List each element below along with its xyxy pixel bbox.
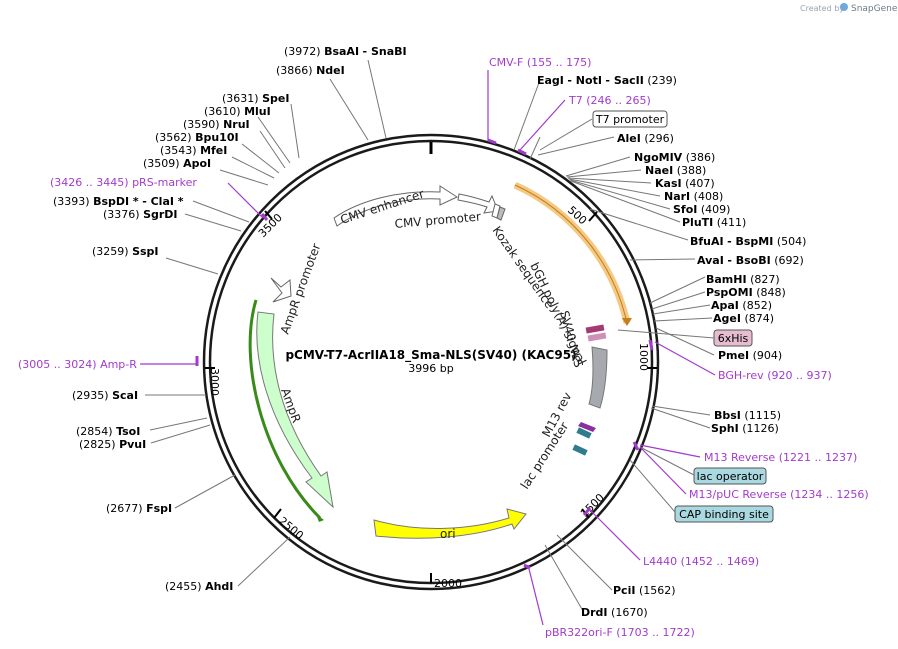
enzyme-alei: AleI (296) [617,132,674,145]
enzyme-agei: AgeI (874) [713,312,774,325]
enzyme-avai: AvaI - BsoBI (692) [697,254,804,267]
box-lac-operator-label: lac operator [697,470,764,483]
enzyme-bspdi: (3393) BspDI * - ClaI * [53,195,184,208]
orange-arc-arrow-icon [622,318,632,326]
enzyme-mlui: (3610) MluI [204,105,271,118]
primer-t7: T7 (246 .. 265) [568,94,651,107]
enzyme-naei: NaeI (388) [645,164,706,177]
feature-lac-operator [576,427,592,439]
enzyme-ngomiv: NgoMIV (386) [634,151,715,164]
box-lac-operator [693,467,767,485]
enzyme-ahdi: (2455) AhdI [165,580,233,593]
leader-lines [145,59,715,612]
feature-ampr [256,311,334,509]
backbone-outer [202,133,660,591]
tick-label-2500: 2500 [276,514,306,542]
feature-orange-arc-outline [514,184,628,324]
box-t7-promoter [592,110,668,128]
feature-cap-site [572,444,588,456]
box-t7-promoter-label: T7 promoter [595,113,665,126]
enzyme-apai: ApaI (852) [711,299,772,312]
label-boxes: T7 promoter 6xHis lac operator CAP bindi… [592,110,774,523]
enzyme-sspi: (3259) SspI [92,245,159,258]
enzyme-sgrdi: (3376) SgrDI [103,208,178,221]
primer-labels: CMV-F (155 .. 175) T7 (246 .. 265) BGH-r… [18,56,869,639]
tick-500 [588,211,598,222]
enzyme-bbsi: BbsI (1115) [714,409,781,422]
box-cap-binding-label: CAP binding site [679,508,769,521]
feature-ampr-promoter [270,277,292,303]
box-6xhis-label: 6xHis [718,332,749,345]
tick-2500 [273,508,282,519]
credit-brand: SnapGene [851,4,898,14]
tick-3500 [264,210,273,220]
enzyme-pcii: PciI (1562) [613,584,676,597]
feature-sv40-nls [585,324,605,334]
enzyme-pspomi: PspOMI (848) [706,286,786,299]
enzyme-pmei: PmeI (904) [718,349,782,362]
primer-l4440: L4440 (1452 .. 1469) [643,555,759,568]
feature-cmv-enhancer [333,185,459,227]
credit-text: Created by [800,4,844,13]
feature-6xhis [587,332,607,342]
enzyme-labels-right: EagI - NotI - SacII (239) AleI (296) Ngo… [537,74,806,619]
enzyme-mfei: (3543) MfeI [160,144,227,157]
plasmid-length: 3996 bp [408,362,453,375]
enzyme-drdi: DrdI (1670) [581,606,648,619]
primer-prs-marker: (3426 .. 3445) pRS-marker [50,176,197,189]
enzyme-ndei: (3866) NdeI [276,64,345,77]
enzyme-sfoi: SfoI (409) [673,203,730,216]
enzyme-bfuai: BfuAI - BspMI (504) [690,235,806,248]
primer-marks [195,138,654,570]
enzyme-kasi: KasI (407) [655,177,715,190]
feature-bgh-polya [588,346,608,409]
feature-label-cmv-promoter: CMV promoter [394,210,481,231]
feature-m13-rev [578,422,596,432]
enzyme-eagi: EagI - NotI - SacII (239) [537,74,677,87]
enzyme-sphi: SphI (1126) [711,422,779,435]
primer-m13-puc-reverse: M13/pUC Reverse (1234 .. 1256) [689,488,869,501]
ampr-arc-arrow-icon [316,514,324,522]
enzyme-tsoi: (2854) TsoI [76,425,140,438]
feature-label-ori: ori [440,527,456,541]
box-cap-binding [674,505,774,523]
primer-cmv-f: CMV-F (155 .. 175) [489,56,591,69]
enzyme-nrui: (3590) NruI [183,118,250,131]
tick-label-1500: 1500 [578,491,607,520]
enzyme-apoi: (3509) ApoI [143,157,211,170]
feature-ampr-arc [248,299,322,520]
snapgene-logo-icon [840,3,848,11]
enzyme-bpu10i: (3562) Bpu10I [155,131,239,144]
tick-label-1000: 1000 [637,343,650,371]
tick-label-3000: 3000 [208,368,221,396]
plasmid-name: pCMV-T7-AcrIIA18_Sma-NLS(SV40) (KAC95) [285,348,576,363]
enzyme-labels-left: (3972) BsaAI - SnaBI (3866) NdeI (3631) … [53,45,407,593]
enzyme-nari: NarI (408) [664,190,723,203]
enzyme-bamhi: BamHI (827) [706,273,780,286]
enzyme-fspi: (2677) FspI [106,502,172,515]
primer-pbr322ori-f: pBR322ori-F (1703 .. 1722) [545,626,695,639]
enzyme-pvui: (2825) PvuI [79,438,146,451]
enzyme-bsaai: (3972) BsaAI - SnaBI [284,45,407,58]
primer-m13-reverse: M13 Reverse (1221 .. 1237) [704,451,857,464]
enzyme-scai: (2935) ScaI [72,389,138,402]
enzyme-pluti: PluTI (411) [682,216,746,229]
primer-bgh-rev: BGH-rev (920 .. 937) [718,369,832,382]
enzyme-spei: (3631) SpeI [222,92,289,105]
primer-amp-r: (3005 .. 3024) Amp-R [18,358,137,371]
feature-cmv-promoter [457,193,499,214]
feature-ori [373,508,527,539]
feature-kozak-2 [496,206,506,221]
tick-label-2000: 2000 [434,577,462,590]
